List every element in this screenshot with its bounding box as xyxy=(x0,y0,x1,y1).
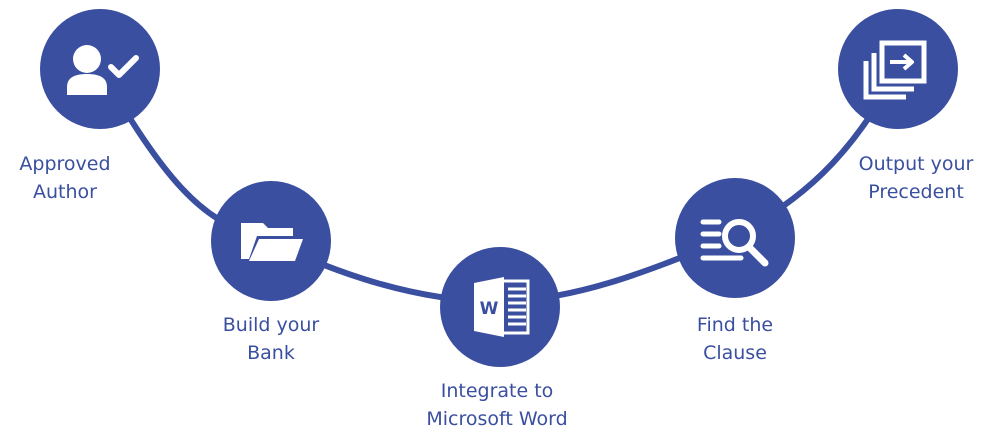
step-integrate-word-label: Integrate to Microsoft Word xyxy=(426,380,568,428)
step-approved-author-node xyxy=(40,9,160,129)
step-integrate-word-node: W xyxy=(440,247,560,367)
search-list-icon xyxy=(700,219,769,267)
step-build-bank-node xyxy=(211,181,331,301)
step-output-precedent-label: Output your Precedent xyxy=(858,153,974,203)
step-approved-author-label: Approved Author xyxy=(19,153,111,203)
step-find-clause-node xyxy=(675,178,795,298)
step-build-bank-label: Build your Bank xyxy=(222,314,320,364)
export-icon xyxy=(863,40,927,100)
user-check-icon xyxy=(67,45,139,95)
microsoft-word-icon: W xyxy=(474,277,530,337)
step-output-precedent-node xyxy=(838,9,958,129)
svg-text:W: W xyxy=(480,299,499,319)
folder-icon xyxy=(241,223,303,261)
step-find-clause-label: Find the Clause xyxy=(696,314,774,364)
